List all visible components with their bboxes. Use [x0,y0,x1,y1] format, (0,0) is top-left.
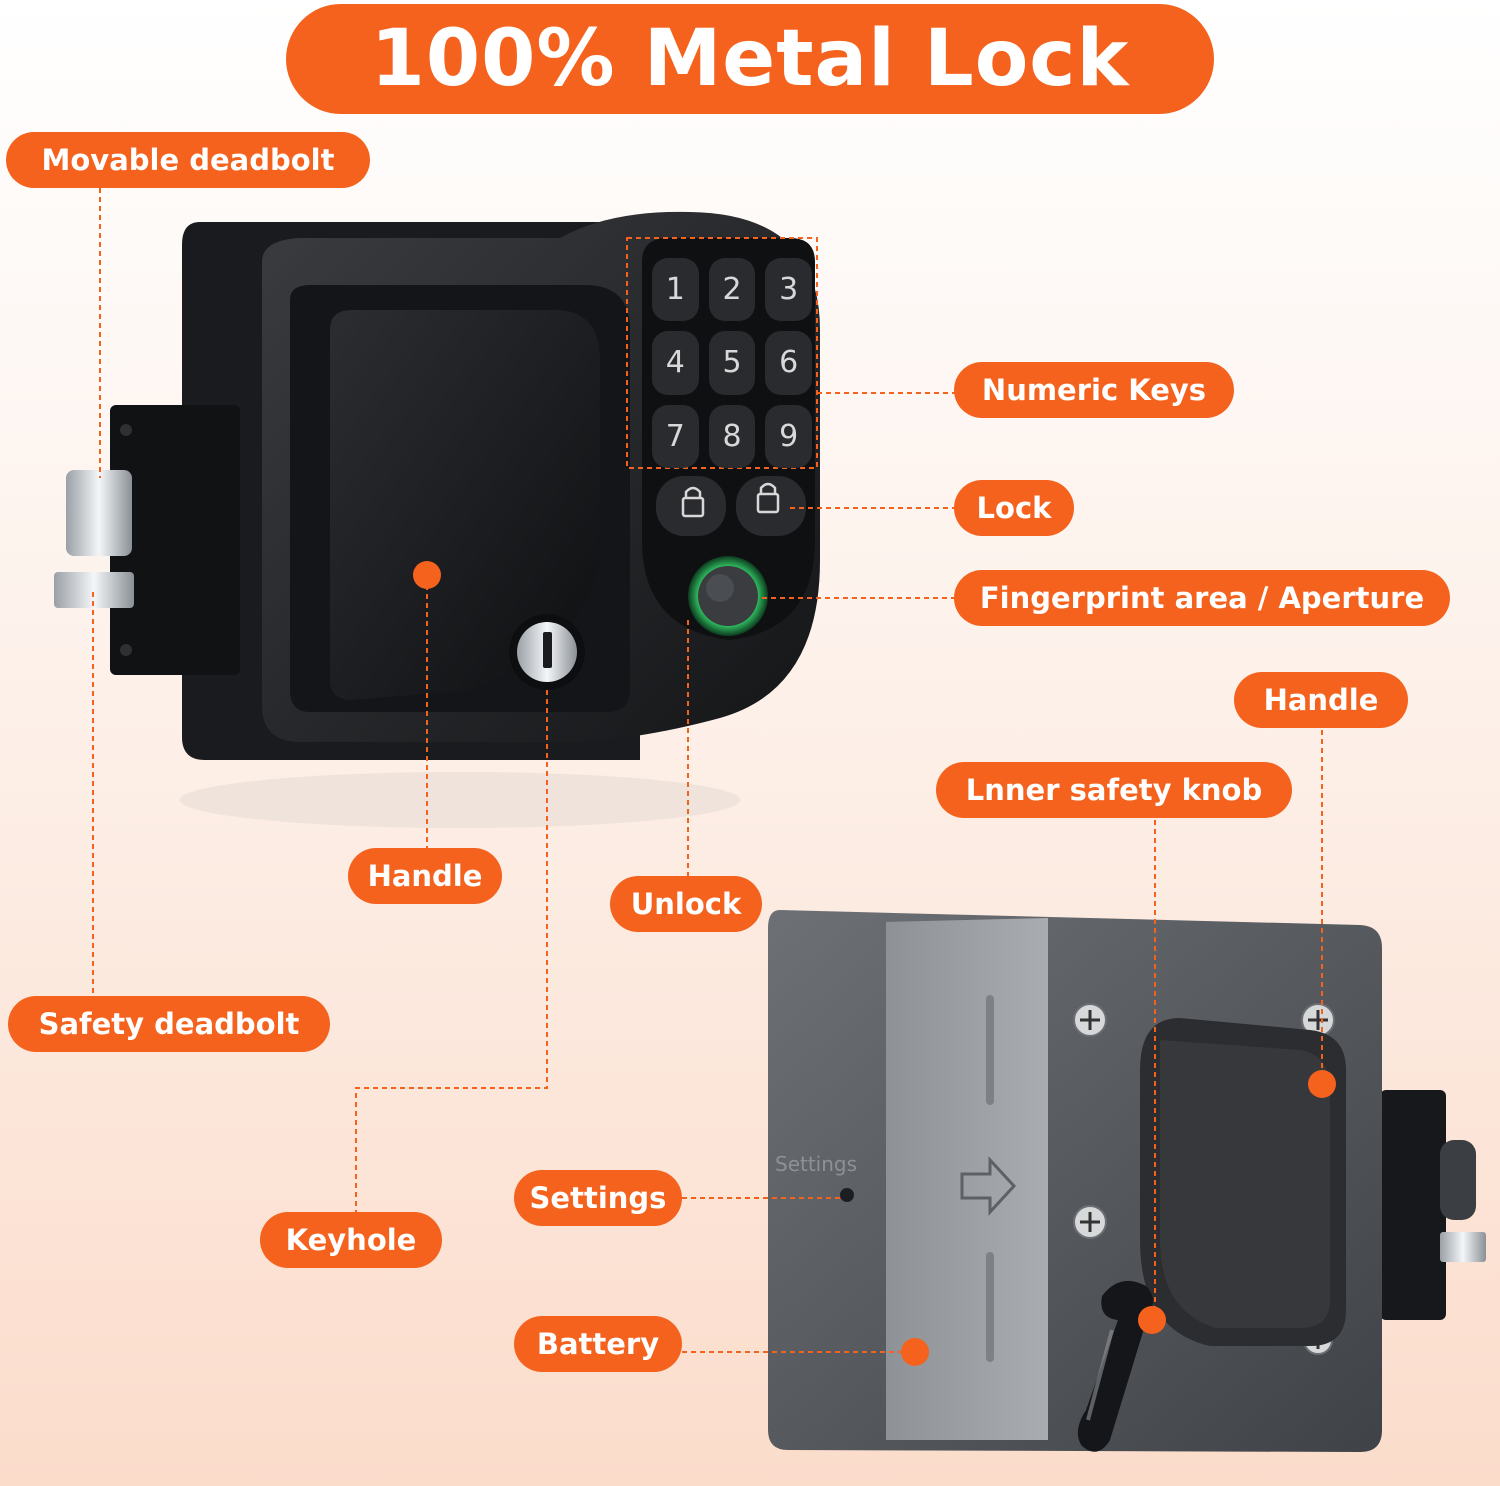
key-3: 3 [765,258,812,322]
handle [330,310,600,700]
label-inner-knob: Lnner safety knob [936,762,1292,818]
label-battery: Battery [514,1316,682,1372]
unlock-key [656,476,726,536]
battery-cover [886,918,1048,1440]
deadbolt-housing [110,405,240,675]
callout-dots [413,561,1336,1366]
key-2: 2 [708,258,756,322]
settings-pinhole [840,1188,854,1202]
inner-safety-knob [1077,1280,1153,1452]
key-1: 1 [652,258,699,322]
label-movable-deadbolt: Movable deadbolt [6,132,370,188]
label-safety-deadbolt: Safety deadbolt [8,996,330,1052]
key-8: 8 [708,404,756,468]
label-numeric-keys: Numeric Keys [954,362,1234,418]
leader-lines [92,188,1323,1353]
safety-deadbolt [54,572,134,608]
arrow-right-icon [960,1156,1017,1216]
key-5: 5 [708,331,756,395]
key-9: 9 [765,404,812,468]
front-lock [54,211,820,828]
key-6: 6 [765,331,812,395]
label-lock: Lock [954,480,1074,536]
panel-settings-text: Settings [775,1152,858,1176]
label-fingerprint: Fingerprint area / Aperture [954,570,1450,626]
lock-key [736,476,806,536]
movable-deadbolt [66,470,132,556]
label-handle-front: Handle [348,848,502,904]
key-4: 4 [652,331,699,395]
label-handle-rear: Handle [1234,672,1408,728]
keypad-keys: 1 2 3 4 5 6 7 8 9 [652,258,812,468]
label-settings: Settings [514,1170,682,1226]
page-title: 100% Metal Lock [286,4,1214,114]
key-7: 7 [652,404,699,468]
rear-lock [768,910,1486,1452]
label-unlock: Unlock [610,876,762,932]
label-keyhole: Keyhole [260,1212,442,1268]
